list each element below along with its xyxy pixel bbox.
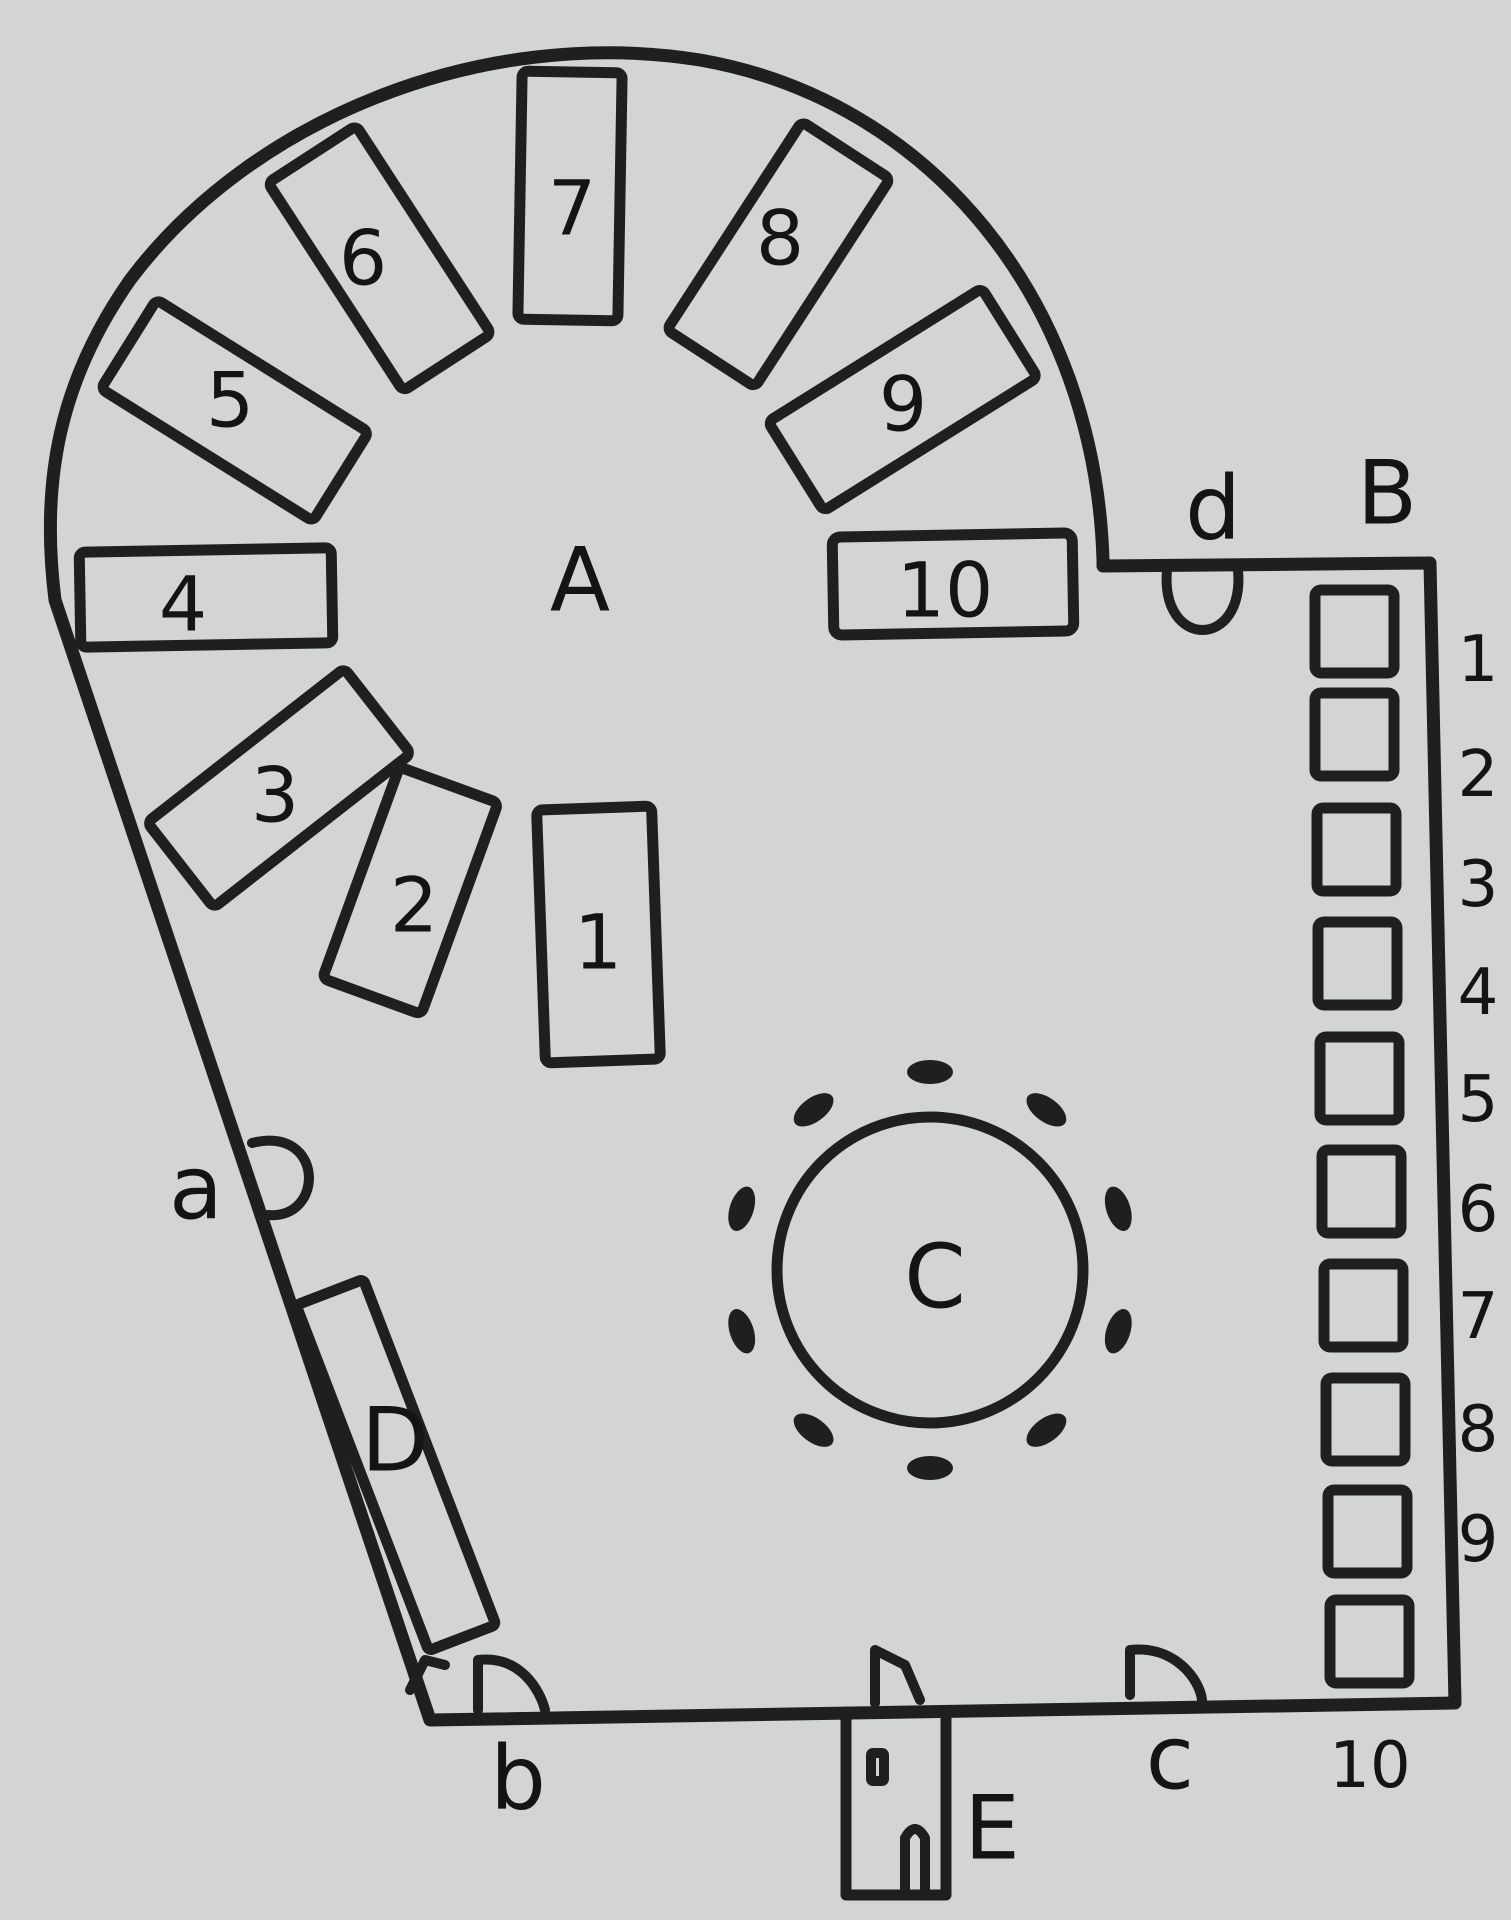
wall-seat-number: 3	[1458, 848, 1499, 922]
zone-label-b: B	[1357, 442, 1417, 545]
round-table-seat	[907, 1060, 953, 1084]
fan-table-label: 9	[879, 360, 927, 449]
fan-table-3: 3	[144, 665, 414, 911]
round-table-seats	[728, 1060, 1132, 1480]
wall-seat-number: 8	[1458, 1393, 1499, 1467]
zone-label-c: C	[904, 1226, 965, 1329]
entrance-window	[866, 1748, 889, 1786]
fan-table-1: 1	[531, 800, 666, 1069]
wall-seat-number: 2	[1458, 738, 1499, 812]
fan-table-9: 9	[764, 285, 1041, 515]
counter-d	[291, 1275, 501, 1655]
fan-table-label: 2	[390, 861, 438, 950]
wall-seat-number: 4	[1458, 956, 1499, 1030]
wall-seat-6	[1316, 1144, 1407, 1239]
round-table-seat	[793, 1413, 834, 1447]
wall-seat-number: 5	[1458, 1063, 1499, 1137]
round-table-seat	[1104, 1186, 1132, 1231]
entrance-door-swing	[870, 1645, 925, 1708]
round-table-seat	[1104, 1309, 1132, 1354]
wall-seat-10	[1324, 1594, 1415, 1689]
fan-table-label: 8	[756, 194, 804, 283]
door-label-c: c	[1146, 1707, 1194, 1810]
fan-table-6: 6	[264, 122, 495, 395]
round-table	[771, 1111, 1089, 1429]
fan-tables: 1 2 3 4 5 6 7 8	[73, 65, 1080, 1069]
zone-label-d: D	[361, 1389, 429, 1492]
door-b-corner	[405, 1655, 450, 1695]
round-table-seat	[793, 1093, 834, 1127]
door-b	[473, 1654, 550, 1715]
round-table-seat	[1026, 1093, 1067, 1127]
wall-seat-8	[1320, 1372, 1411, 1467]
door-c	[1125, 1644, 1207, 1705]
door-a	[247, 1135, 314, 1221]
fan-table-5: 5	[97, 296, 372, 525]
fan-table-label: 7	[548, 164, 596, 253]
wall-seat-4	[1312, 916, 1403, 1011]
fan-table-label: 5	[206, 356, 254, 445]
wall-seat-7	[1318, 1258, 1409, 1353]
wall-seat-2	[1309, 687, 1400, 782]
fan-table-10: 10	[826, 527, 1080, 641]
zone-label-a: A	[550, 529, 610, 632]
entrance-arch	[900, 1824, 930, 1895]
fan-table-label: 4	[159, 560, 207, 649]
fan-table-7: 7	[512, 65, 628, 327]
fan-table-label: 3	[251, 751, 299, 840]
outer-wall	[43, 46, 1462, 1727]
round-table-seat	[728, 1186, 756, 1231]
wall-seat-9	[1322, 1484, 1413, 1579]
wall-seat-1	[1309, 584, 1400, 679]
entrance-e	[840, 1645, 952, 1901]
wall-seat-number: 9	[1458, 1503, 1499, 1577]
fan-table-label: 6	[339, 214, 387, 303]
fan-table-label: 10	[897, 546, 994, 635]
wall-seats	[1309, 584, 1415, 1689]
door-label-a: a	[169, 1137, 223, 1240]
zone-label-e: E	[964, 1777, 1020, 1880]
fan-table-label: 1	[574, 898, 622, 987]
door-label-b: b	[490, 1727, 546, 1830]
wall-seat-5	[1314, 1031, 1405, 1126]
wall-seat-number: 7	[1458, 1280, 1499, 1354]
door-label-d: d	[1185, 457, 1241, 560]
wall-seat-number: 1	[1458, 623, 1499, 697]
round-table-seat	[1026, 1413, 1067, 1447]
round-table-seat	[728, 1309, 756, 1354]
fan-table-4: 4	[73, 542, 339, 653]
fan-table-2: 2	[318, 763, 502, 1019]
wall-seat-number: 10	[1329, 1729, 1410, 1803]
round-table-c	[728, 1060, 1132, 1480]
door-d	[1161, 565, 1244, 635]
wall-seat-3	[1311, 802, 1402, 897]
fan-table-8: 8	[663, 118, 894, 391]
wall-seat-numbers: 1 2 3 4 5 6 7 8 9 10	[1329, 623, 1498, 1803]
round-table-seat	[907, 1456, 953, 1480]
wall-seat-number: 6	[1458, 1173, 1499, 1247]
